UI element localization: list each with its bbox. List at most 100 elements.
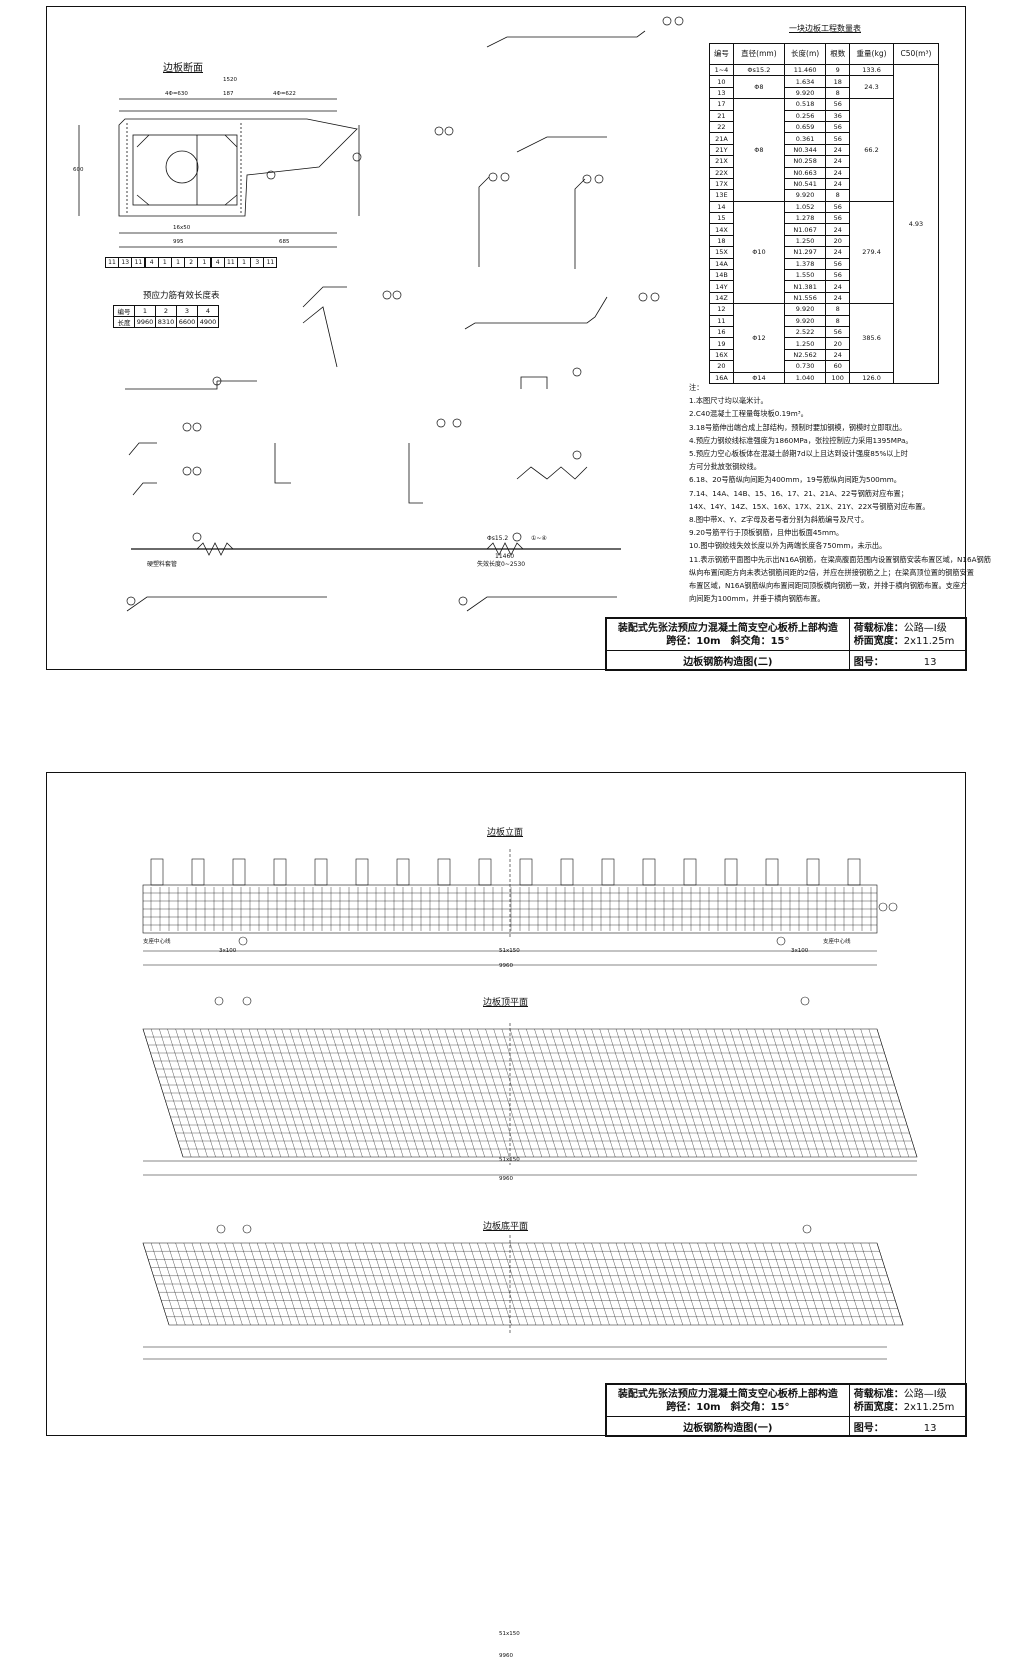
shear-key-bar (355, 858, 369, 886)
load-line: 荷载标准：公路—Ⅰ级 (854, 622, 961, 635)
width-line: 桥面宽度：2x11.25m (854, 1401, 961, 1414)
bottom-plan-total-length: 9960 (499, 1653, 513, 1659)
span-value: 10m (696, 1401, 721, 1413)
drawing-title-cell: 边板钢筋构造图(一) (606, 1416, 850, 1436)
shear-key-bar (683, 858, 697, 886)
bar-id-cell: 19 (709, 337, 734, 350)
shear-key-bar (396, 858, 410, 886)
shear-key-bar (765, 858, 779, 886)
bar-number-cell: 1 (171, 257, 186, 268)
drawing-sheet-lower: 边板立面 边板顶平面 边板底平面 支座中心线 支座中心线 9960 51x150… (46, 772, 967, 1659)
callout-circle (212, 376, 222, 386)
bar-id-cell: 14 (709, 200, 734, 214)
quantity-header-cell: C50(m³) (892, 43, 940, 65)
width-label: 桥面宽度： (853, 1401, 904, 1413)
note-line: 纵向布置间距方向未表达钢筋间距的2倍，并应在拼接钢筋之上；在梁高顶位置的钢筋安置 (689, 567, 974, 577)
bar-id-cell: 21A (709, 132, 734, 145)
count-cell: 56 (825, 200, 851, 214)
length-cell: N0.344 (783, 143, 827, 157)
drawing-number-cell: 图号：13 (848, 1416, 967, 1436)
length-cell: 0.730 (783, 360, 827, 373)
note-line: 10.图中钢绞线失效长度以外为两端长度各750mm，未示出。 (689, 541, 887, 551)
count-cell: 56 (825, 120, 851, 134)
shear-key-bar (724, 858, 738, 886)
callout-circle (436, 418, 446, 428)
elevation-total-length: 9960 (499, 963, 513, 969)
count-cell: 8 (825, 314, 851, 328)
bar-id-cell: 16X (709, 348, 734, 362)
bar-id-cell: 22X (709, 166, 734, 179)
bar-number-cell: 4 (210, 257, 225, 268)
callout-circle (776, 936, 786, 946)
dim-total-width: 1520 (223, 77, 237, 83)
dim-height: 600 (73, 167, 84, 173)
length-cell: 11.460 (783, 63, 827, 77)
length-cell: 1.250 (783, 337, 827, 350)
callout-circle (352, 152, 362, 162)
bar-id-cell: 14X (709, 223, 734, 236)
length-cell: 1.378 (783, 257, 827, 271)
prestress-header-cell: 2 (155, 305, 177, 317)
callout-circle (572, 367, 582, 377)
drawing-sheet-upper: 边板断面 1520 4Φ=630 187 4Φ=622 600 16x50 99… (46, 6, 991, 671)
c50-volume-cell: 4.93 (892, 64, 940, 384)
count-cell: 8 (825, 86, 851, 100)
drawing-number-label: 图号： (853, 1422, 884, 1434)
bar-id-cell: 22 (709, 120, 734, 134)
diameter-cell: Φ10 (732, 200, 785, 305)
quantity-header-cell: 重量(kg) (849, 43, 894, 65)
prestress-table-title: 预应力筋有效长度表 (143, 291, 220, 301)
bar-id-cell: 17 (709, 98, 734, 111)
prestress-value-cell: 6600 (176, 316, 198, 328)
title-block-row: 边板钢筋构造图(二)图号：13 (606, 650, 967, 670)
prestress-value-cell: 长度 (113, 316, 135, 328)
note-line: 5.预应力空心板板体在混凝土龄期7d以上且达到设计强度85%以上时 (689, 449, 908, 459)
callout-circle (638, 292, 648, 302)
bar-number-cell: 1 (237, 257, 252, 268)
bar-id-cell: 14B (709, 269, 734, 282)
callout-circle (182, 422, 192, 432)
note-line: 3.18号筋伸出端合成上部结构，预制时要加钢模，钢模时立即取出。 (689, 422, 907, 432)
length-cell: 0.361 (783, 132, 827, 145)
count-cell: 100 (825, 371, 851, 384)
elevation-mid-spacing: 51x150 (499, 948, 520, 954)
prestress-value-cell: 4900 (197, 316, 219, 328)
shear-key-bar (847, 858, 861, 886)
load-label: 荷载标准： (853, 1388, 904, 1400)
drawing-number-cell: 图号：13 (848, 650, 967, 670)
count-cell: 24 (825, 280, 851, 293)
callout-circle (182, 466, 192, 476)
width-value: 2x11.25m (903, 1401, 955, 1413)
load-value: 公路—Ⅰ级 (903, 622, 947, 634)
bar-id-cell: 14A (709, 257, 734, 271)
bar-id-cell: 17X (709, 177, 734, 191)
count-cell: 24 (825, 291, 851, 305)
weight-cell: 133.6 (849, 63, 894, 77)
bar-id-cell: 21Y (709, 143, 734, 157)
count-cell: 20 (825, 234, 851, 248)
note-line: 9.20号筋平行于顶板钢筋，且伸出板面45mm。 (689, 528, 844, 538)
callout-circle (512, 532, 522, 542)
count-cell: 18 (825, 75, 851, 88)
length-cell: 1.040 (783, 371, 827, 384)
shear-key-bar (273, 858, 287, 886)
strand-length: 11460 (495, 553, 515, 560)
note-line: 向间距为100mm，并垂于横向钢筋布置。 (689, 594, 825, 604)
